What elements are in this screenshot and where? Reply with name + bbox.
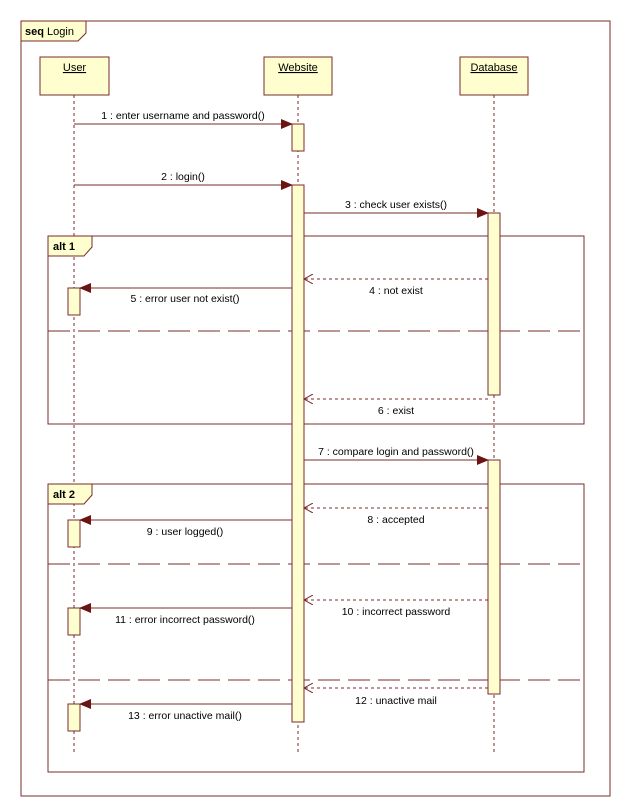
frame-keyword: seq — [25, 26, 44, 38]
message-9: 9 : user logged() — [79, 515, 292, 538]
message-13-label: 13 : error unactive mail() — [128, 710, 242, 722]
message-4: 4 : not exist — [304, 279, 488, 297]
alt-fragment-1-tab — [47, 235, 93, 257]
message-7-label: 7 : compare login and password() — [318, 446, 474, 458]
message-9-label: 9 : user logged() — [147, 526, 223, 538]
frame-label: seq Login — [25, 26, 74, 38]
message-4-label: 4 : not exist — [369, 285, 423, 297]
message-1-label: 1 : enter username and password() — [101, 110, 264, 122]
participant-database-label: Database — [470, 62, 517, 74]
alt-fragment-2-label: alt 2 — [53, 489, 75, 501]
sequence-frame — [20, 20, 611, 797]
alt-fragment-2 — [47, 483, 585, 773]
message-8-label: 8 : accepted — [367, 514, 424, 526]
activation-user-2 — [67, 519, 81, 548]
alt-fragment-1 — [47, 235, 585, 425]
participant-user-label: User — [63, 62, 87, 74]
participant-website[interactable]: Website — [263, 56, 333, 96]
message-1: 1 : enter username and password() — [74, 110, 293, 129]
message-3: 3 : check user exists() — [304, 199, 489, 218]
message-11: 11 : error incorrect password() — [79, 603, 292, 626]
activation-user-4 — [67, 703, 81, 732]
activation-website-2 — [291, 184, 305, 723]
message-12-label: 12 : unactive mail — [355, 695, 437, 707]
message-13: 13 : error unactive mail() — [79, 699, 292, 722]
activation-website-1 — [291, 123, 305, 152]
alt-fragment-2-guard: 2 — [69, 489, 75, 501]
frame-name: Login — [47, 26, 74, 38]
message-5-label: 5 : error user not exist() — [130, 293, 239, 305]
message-6-label: 6 : exist — [378, 405, 414, 417]
participant-user[interactable]: User — [39, 56, 110, 96]
alt-fragment-1-label: alt 1 — [53, 241, 75, 253]
alt-fragment-2-tab — [47, 483, 93, 505]
participant-database[interactable]: Database — [459, 56, 529, 96]
alt-fragment-1-guard: 1 — [69, 241, 75, 253]
frame-tab — [20, 20, 87, 42]
alt-fragment-2-keyword: alt — [53, 489, 66, 501]
message-2: 2 : login() — [74, 171, 293, 190]
message-5: 5 : error user not exist() — [79, 283, 292, 305]
message-2-label: 2 : login() — [161, 171, 205, 183]
message-12: 12 : unactive mail — [304, 688, 488, 707]
activation-database-2 — [487, 459, 501, 695]
message-10: 10 : incorrect password — [304, 600, 488, 618]
alt-fragment-1-keyword: alt — [53, 241, 66, 253]
message-7: 7 : compare login and password() — [304, 446, 489, 465]
message-11-label: 11 : error incorrect password() — [115, 614, 255, 626]
activation-user-3 — [67, 607, 81, 636]
activation-user-1 — [67, 287, 81, 316]
participant-website-label: Website — [278, 62, 318, 74]
message-3-label: 3 : check user exists() — [345, 199, 447, 211]
message-10-label: 10 : incorrect password — [342, 606, 451, 618]
message-6: 6 : exist — [304, 399, 488, 417]
activation-database-1 — [487, 212, 501, 396]
message-8: 8 : accepted — [304, 508, 488, 526]
